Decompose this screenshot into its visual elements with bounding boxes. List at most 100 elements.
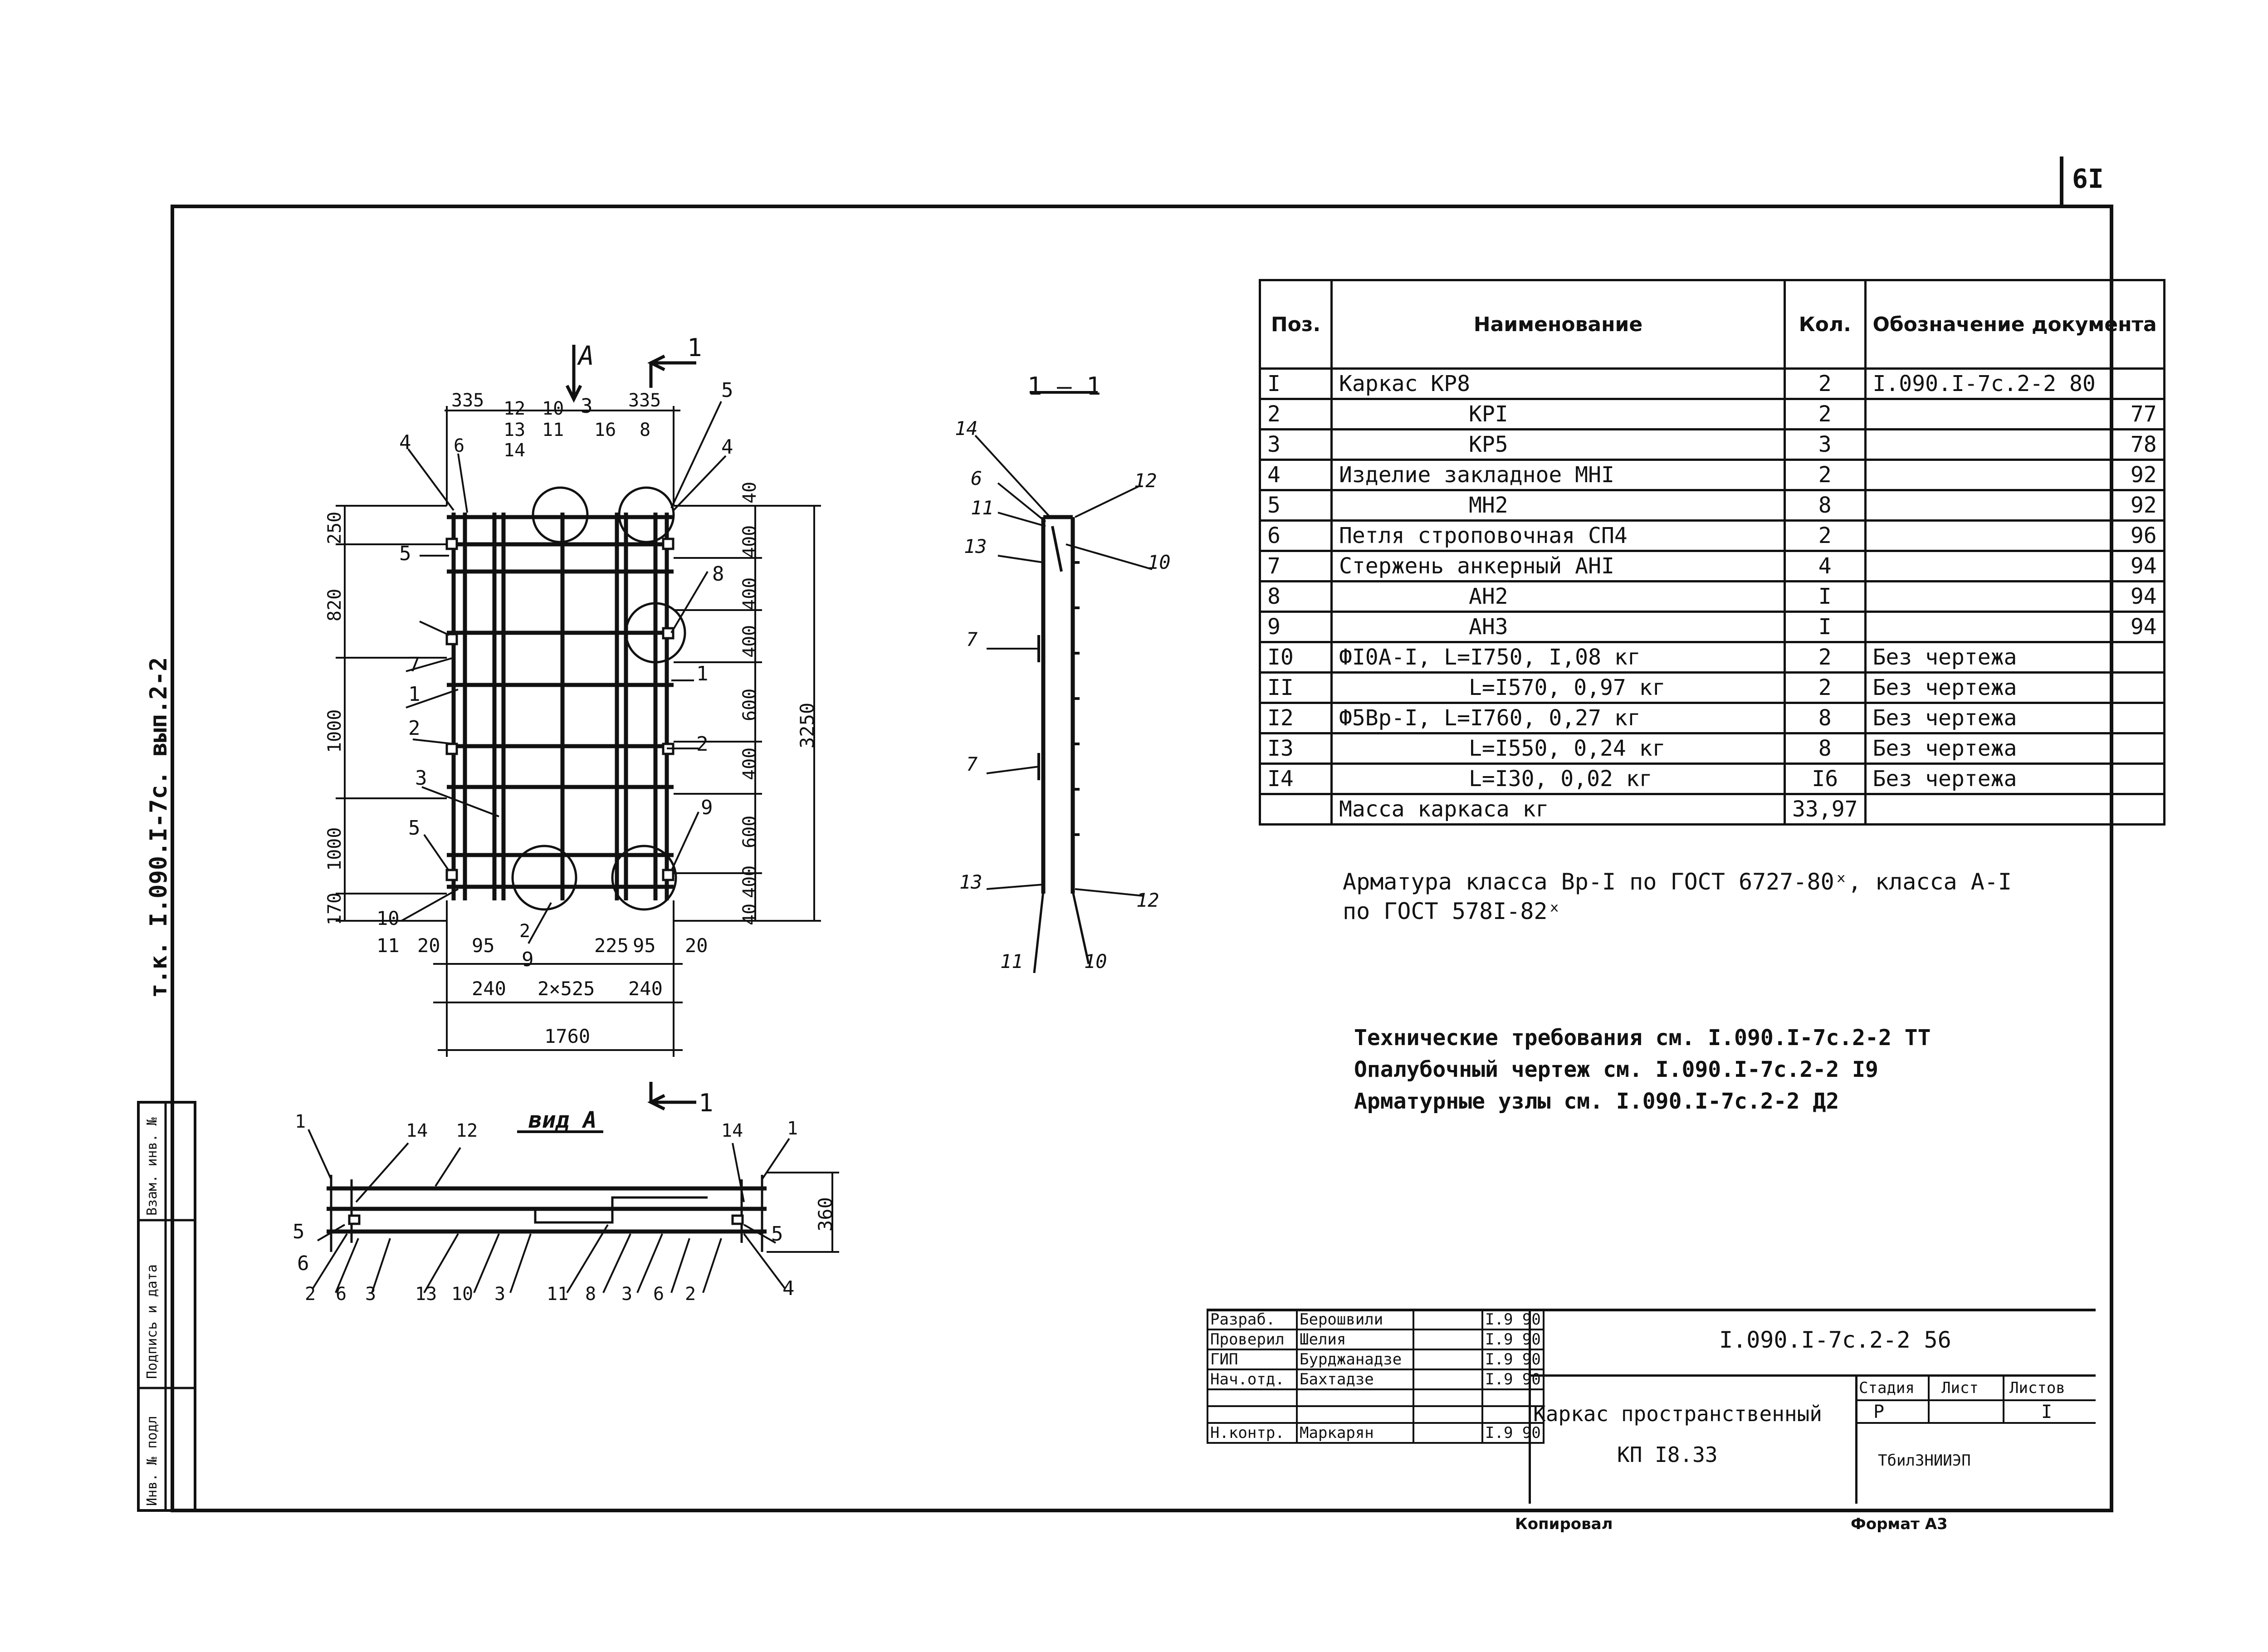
title-line1: Каркас пространственный xyxy=(1533,1402,1822,1426)
view-a xyxy=(308,1129,839,1294)
signature-row xyxy=(1207,1405,1545,1424)
spec-cell-qty: 8 xyxy=(1784,702,1867,734)
view-a-title: вид А xyxy=(528,1107,597,1133)
spec-cell-pos: 3 xyxy=(1259,428,1333,461)
signature-date: I.9 90 xyxy=(1481,1422,1545,1444)
spec-cell-pos: 7 xyxy=(1259,550,1333,582)
signature-date: I.9 90 xyxy=(1481,1369,1545,1390)
sec-callout-10-right: 10 xyxy=(1148,551,1171,573)
va-callout-2-a: 2 xyxy=(305,1284,316,1305)
va-callout-1-left: 1 xyxy=(295,1111,306,1132)
view-a-mark: А xyxy=(578,340,594,371)
callout-11-left: 11 xyxy=(376,934,400,957)
spec-cell-pos: I4 xyxy=(1259,762,1333,795)
spec-cell-doc: 92 xyxy=(1864,489,2165,522)
left-stamp xyxy=(137,1101,196,1512)
signature-name: Маркарян xyxy=(1296,1422,1414,1444)
spec-header-qty: Кол. xyxy=(1784,279,1867,370)
signature-cell xyxy=(1413,1309,1483,1330)
dim-right-400-1: 400 xyxy=(739,525,760,558)
spec-cell-pos: 6 xyxy=(1259,519,1333,552)
va-callout-13: 13 xyxy=(415,1284,437,1305)
spec-cell-doc: 78 xyxy=(1864,428,2165,461)
signature-name xyxy=(1296,1405,1414,1424)
signature-name: Берошвили xyxy=(1296,1309,1414,1330)
spec-header-pos: Поз. xyxy=(1259,279,1333,370)
note-rebar-line1: Арматура класса Вр-I по ГОСТ 6727-80ˣ, к… xyxy=(1343,869,2012,895)
dim-bottom-20-right: 20 xyxy=(685,934,708,957)
va-callout-14-left: 14 xyxy=(406,1120,428,1141)
spec-cell-name: L=I30, 0,02 кг xyxy=(1330,762,1786,795)
spec-cell-doc: Без чертежа xyxy=(1864,762,2165,795)
dim-bottom-225: 225 xyxy=(594,934,629,957)
sec-callout-7-b: 7 xyxy=(966,753,978,775)
spec-cell-qty: 33,97 xyxy=(1784,793,1867,826)
va-callout-6-b: 6 xyxy=(653,1284,665,1305)
va-callout-3-c: 3 xyxy=(621,1284,633,1305)
view-a-leaders xyxy=(308,1129,790,1294)
signature-date xyxy=(1481,1388,1545,1407)
spec-header-row: Поз. Наименование Кол. Обозначение докум… xyxy=(1259,279,2165,370)
signature-row xyxy=(1207,1388,1545,1407)
callout-7-left: 7 xyxy=(408,653,420,676)
stamp-cell-signature: Подпись и дата xyxy=(144,1264,160,1379)
va-callout-4-right: 4 xyxy=(782,1277,795,1300)
dim-left-820: 820 xyxy=(324,588,345,621)
stage-value: Р xyxy=(1873,1402,1885,1422)
dim-right-600-1: 600 xyxy=(739,688,760,721)
va-callout-5-right: 5 xyxy=(771,1222,783,1246)
title-doc-code: I.090.I-7с.2-2 56 xyxy=(1719,1327,1951,1353)
spec-cell-qty: 2 xyxy=(1784,641,1867,674)
spec-cell-doc: I.090.I-7с.2-2 80 xyxy=(1864,367,2165,400)
signature-role xyxy=(1207,1388,1298,1407)
signature-role: Разраб. xyxy=(1207,1309,1298,1330)
dim-overall-3250: 3250 xyxy=(796,702,818,748)
va-callout-1-right: 1 xyxy=(787,1118,798,1139)
section-1-1-title: 1 — 1 xyxy=(1027,372,1101,401)
dim-left-250: 250 xyxy=(324,511,345,544)
dim-left-170: 170 xyxy=(324,892,345,925)
callout-2-left: 2 xyxy=(408,717,420,740)
spec-cell-doc: 94 xyxy=(1864,580,2165,613)
callout-8-right: 8 xyxy=(712,562,724,586)
side-document-code: т.к. I.090.I-7с. вып.2-2 xyxy=(145,657,172,998)
callout-1-left: 1 xyxy=(408,683,420,706)
stage-label: Стадия xyxy=(1859,1379,1915,1397)
sec-callout-12-top: 12 xyxy=(1134,469,1157,492)
spec-cell-qty: 3 xyxy=(1784,428,1867,461)
signature-date: I.9 90 xyxy=(1481,1329,1545,1350)
signature-date xyxy=(1481,1405,1545,1424)
spec-cell-qty: 8 xyxy=(1784,732,1867,765)
dim-bottom-240-left: 240 xyxy=(472,978,506,1000)
va-callout-2-b: 2 xyxy=(685,1284,696,1305)
dim-right-40-top: 40 xyxy=(739,481,760,503)
spec-cell-doc: Без чертежа xyxy=(1864,702,2165,734)
signature-cell xyxy=(1413,1422,1483,1444)
spec-cell-pos: I xyxy=(1259,367,1333,400)
dim-top-335-left: 335 xyxy=(451,390,484,411)
signature-date: I.9 90 xyxy=(1481,1349,1545,1370)
dim-top-14: 14 xyxy=(503,440,526,461)
sheets-value: I xyxy=(2041,1402,2053,1422)
organization: ТбилЗНИИЭП xyxy=(1878,1452,1971,1470)
spec-cell-pos: 8 xyxy=(1259,580,1333,613)
callout-3-top: 3 xyxy=(581,395,593,418)
spec-cell-qty: I xyxy=(1784,611,1867,643)
spec-header-doc: Обозначение документа xyxy=(1864,279,2165,370)
callout-4-right: 4 xyxy=(721,435,733,459)
spec-header-name: Наименование xyxy=(1330,279,1786,370)
dim-right-400-5: 400 xyxy=(739,865,760,898)
dim-right-400-4: 400 xyxy=(739,747,760,780)
spec-cell-doc: 94 xyxy=(1864,611,2165,643)
note-formwork: Опалубочный чертеж см. I.090.I-7с.2-2 I9 xyxy=(1354,1057,1878,1082)
callout-8-top: 8 xyxy=(640,420,651,440)
va-callout-6-left: 6 xyxy=(297,1252,309,1275)
spec-cell-name: Масса каркаса кг xyxy=(1330,793,1786,826)
spec-cell-pos xyxy=(1259,793,1333,826)
spec-cell-qty: 8 xyxy=(1784,489,1867,522)
cage-vertical-bars xyxy=(451,513,669,900)
